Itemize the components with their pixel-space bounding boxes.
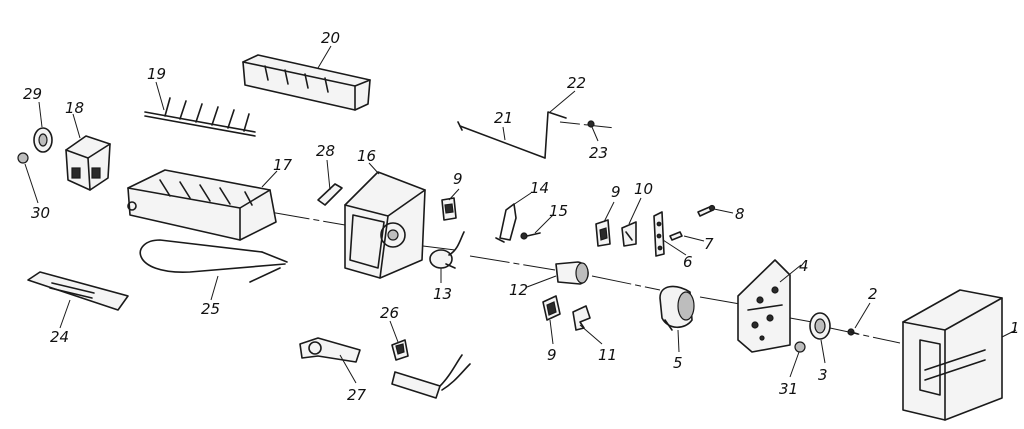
callout-5: 5: [673, 354, 683, 372]
part-8-screw: [697, 204, 716, 217]
part-24-shield: [27, 271, 129, 311]
callout-31: 31: [779, 380, 798, 398]
callout-9-upper: 9: [453, 170, 463, 188]
callout-4: 4: [799, 257, 809, 275]
part-11-clip: [572, 305, 591, 331]
part-17-ice-mold: [127, 169, 277, 241]
part-10-clip: [621, 221, 637, 247]
part-27-wiring-harness: [299, 337, 471, 399]
callout-17: 17: [273, 156, 293, 174]
callout-21: 21: [494, 109, 513, 127]
part-20-stripper: [242, 54, 371, 111]
callout-15: 15: [549, 202, 568, 220]
callout-28: 28: [316, 142, 335, 160]
callout-9-right: 9: [611, 183, 621, 201]
part-28-clip: [317, 183, 343, 206]
part-14-lever: [495, 203, 517, 243]
part-3-gear: [809, 312, 831, 340]
part-15-screw: [520, 232, 541, 240]
part-16-housing: [344, 171, 426, 279]
callout-24: 24: [50, 328, 69, 346]
part-6-bracket: [653, 211, 665, 257]
part-22-arm-bracket: [544, 111, 567, 159]
callout-12: 12: [509, 281, 528, 299]
part-31-nut: [794, 341, 806, 353]
part-29-grommet: [33, 127, 53, 153]
part-21-shutoff-arm: [457, 121, 546, 159]
part-12-thermostat: [555, 261, 589, 285]
callouts: 1 2 3 4 5 6 7 8 9 9 9 10 11 12 13 14 15 …: [23, 29, 1020, 404]
part-13-valve: [429, 231, 465, 269]
callout-2: 2: [868, 285, 878, 303]
part-7-screw: [669, 231, 683, 241]
part-23-spring: [587, 120, 595, 128]
callout-10: 10: [634, 180, 653, 198]
callout-20: 20: [321, 29, 340, 47]
callout-11: 11: [598, 346, 617, 364]
callout-13: 13: [433, 285, 452, 303]
part-1-front-cover: [902, 289, 1003, 421]
callout-26: 26: [380, 304, 399, 322]
part-25-heater: [139, 239, 288, 283]
part-5-motor: [659, 285, 695, 331]
part-9-switch-lower: [542, 295, 561, 321]
callout-30: 30: [31, 204, 50, 222]
callout-19: 19: [147, 65, 166, 83]
part-4-mounting-plate: [737, 259, 791, 353]
callout-25: 25: [201, 300, 220, 318]
callout-6: 6: [683, 253, 693, 271]
callout-1: 1: [1010, 319, 1020, 337]
part-9-switch-upper: [441, 197, 457, 221]
callout-23: 23: [589, 144, 608, 162]
callout-14: 14: [530, 179, 549, 197]
part-30-nut: [17, 152, 29, 164]
callout-29: 29: [23, 85, 42, 103]
part-18-bracket: [65, 135, 111, 191]
callout-16: 16: [357, 147, 376, 165]
callout-8: 8: [735, 205, 745, 223]
callout-7: 7: [704, 235, 714, 253]
leader-lines: [24, 45, 1017, 384]
part-19-ejector: [144, 97, 256, 137]
callout-9-lower: 9: [547, 346, 557, 364]
part-9-switch-right: [595, 219, 611, 247]
callout-22: 22: [567, 74, 586, 92]
part-2-screw: [847, 328, 859, 336]
callout-3: 3: [818, 366, 828, 384]
part-26-connector: [391, 339, 409, 361]
callout-18: 18: [65, 99, 84, 117]
callout-27: 27: [347, 386, 367, 404]
